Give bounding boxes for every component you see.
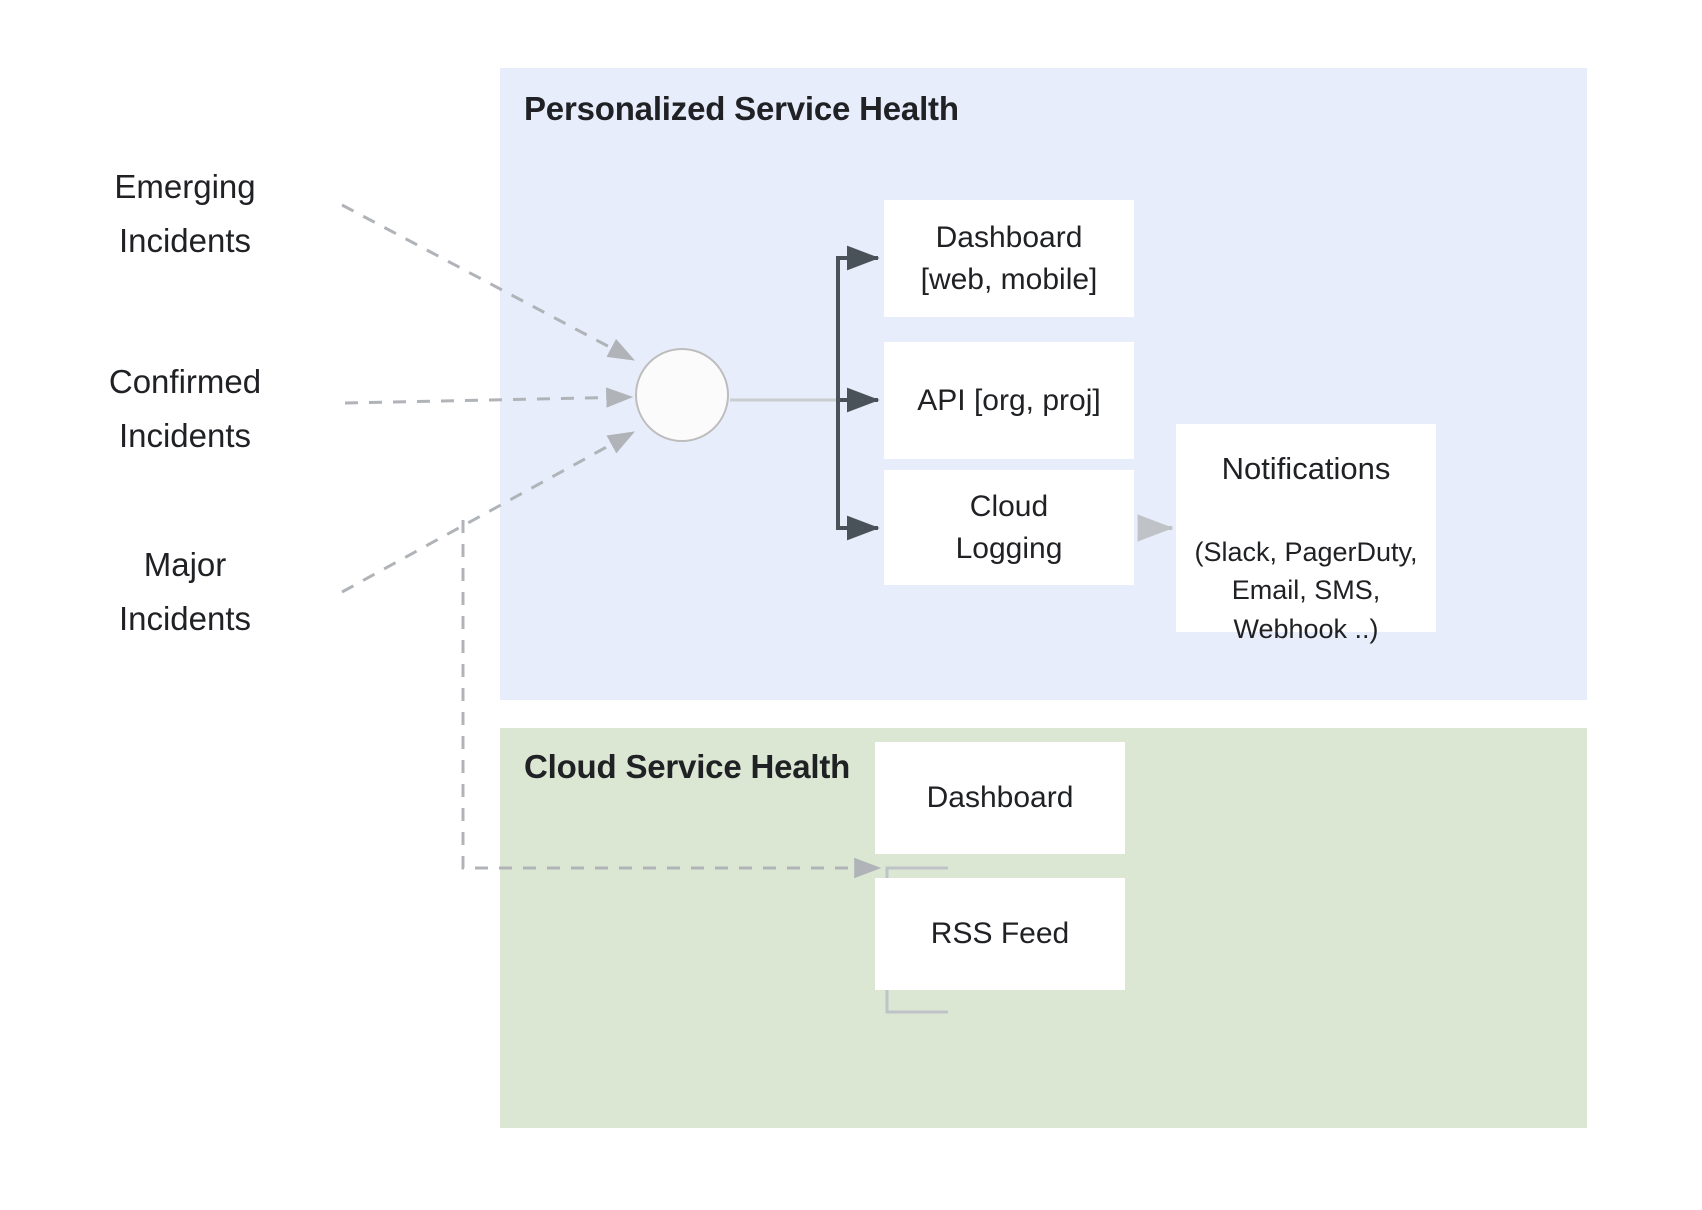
node-cloud-dashboard[interactable]: Dashboard xyxy=(875,742,1125,854)
node-rss-feed[interactable]: RSS Feed xyxy=(875,878,1125,990)
source-label-confirmed-incidents: Confirmed Incidents xyxy=(108,363,262,455)
node-api-org-proj[interactable]: API [org, proj] xyxy=(884,342,1134,459)
node-notifications[interactable]: Notifications (Slack, PagerDuty, Email, … xyxy=(1176,424,1436,644)
node-cloud-logging[interactable]: Cloud Logging xyxy=(884,470,1134,585)
notifications-detail: (Slack, PagerDuty, Email, SMS, Webhook .… xyxy=(1194,536,1418,644)
incident-hub-node[interactable] xyxy=(635,348,729,442)
panel-personalized-title: Personalized Service Health xyxy=(524,90,959,127)
node-dashboard-web-mobile[interactable]: Dashboard [web, mobile] xyxy=(884,200,1134,317)
panel-cloud-title: Cloud Service Health xyxy=(524,748,851,785)
notifications-title: Notifications xyxy=(1221,450,1391,486)
source-label-emerging-incidents: Emerging Incidents xyxy=(114,168,256,260)
source-label-major-incidents: Major Incidents xyxy=(118,546,252,638)
